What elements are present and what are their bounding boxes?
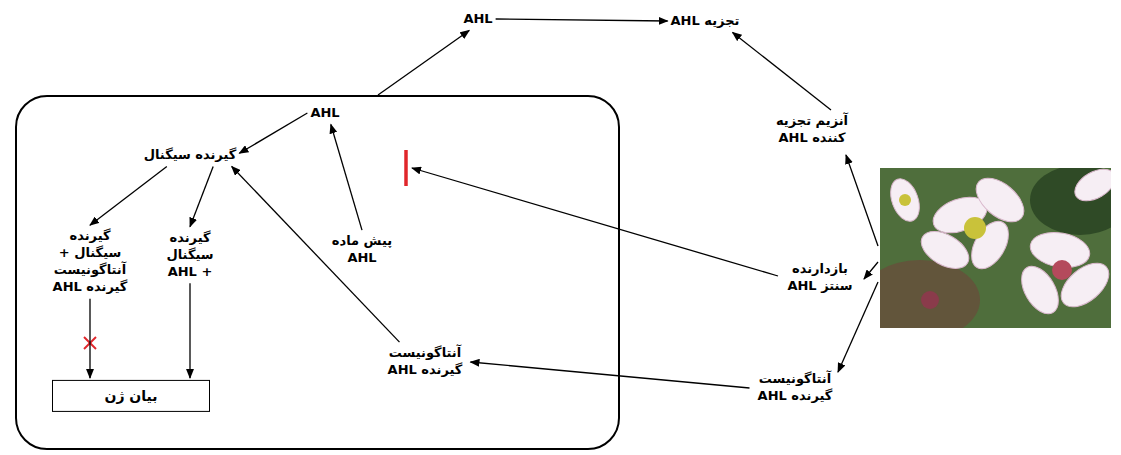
node-text: تجزیه AHL xyxy=(671,13,740,30)
node-text: بازدارنده سنتز AHL xyxy=(783,261,858,295)
node-text: آنزیم تجزیه کننده AHL xyxy=(765,113,860,147)
text-node: پیش ماده AHL xyxy=(331,233,393,267)
arrow-connector xyxy=(190,166,213,226)
arrow-connector xyxy=(90,166,167,225)
text-node: گیرنده سیگنال + AHL xyxy=(160,230,220,281)
arrow-connector xyxy=(378,30,469,95)
leader-arrows xyxy=(412,155,878,372)
node-text: بیان ژن xyxy=(63,387,199,405)
arrow-connector xyxy=(89,299,90,378)
cell-outline: AHL گیرنده سیگنال گیرنده سیگنال + آنتاگونی… xyxy=(15,95,620,450)
node-text: گیرنده سیگنال xyxy=(144,147,237,164)
arrow-connector xyxy=(232,166,400,342)
process-box: بیان ژن xyxy=(52,380,210,412)
source-arrow xyxy=(838,282,878,372)
text-node: آنزیم تجزیه کننده AHL xyxy=(765,113,860,147)
text-node: آنتاگونیست گیرنده AHL xyxy=(383,345,468,379)
node-text: AHL xyxy=(310,105,339,122)
arrow-connector xyxy=(733,32,831,110)
node-text: گیرنده سیگنال + AHL xyxy=(160,230,220,281)
node-text: پیش ماده AHL xyxy=(331,233,393,267)
text-node: AHL xyxy=(310,105,339,122)
text-node: تجزیه AHL xyxy=(671,13,740,30)
arrow-connector xyxy=(471,362,750,388)
arrow-connector xyxy=(331,124,362,230)
arrow-connector xyxy=(189,283,190,378)
text-node: گیرنده سیگنال xyxy=(144,147,237,164)
arrow-connector xyxy=(496,19,668,21)
text-node: گیرنده سیگنال + آنتاگونیست گیرنده AHL xyxy=(48,228,133,296)
block-bar xyxy=(404,150,408,186)
inhibit-arrow xyxy=(412,168,778,276)
node-text: گیرنده سیگنال + آنتاگونیست گیرنده AHL xyxy=(48,228,133,296)
text-node: AHL xyxy=(463,11,492,28)
node-text: AHL xyxy=(463,11,492,28)
source-arrow xyxy=(846,155,878,246)
node-text: آنتاگونیست گیرنده AHL xyxy=(753,371,838,405)
text-node: آنتاگونیست گیرنده AHL xyxy=(753,371,838,405)
node-text: آنتاگونیست گیرنده AHL xyxy=(383,345,468,379)
arrow-connector xyxy=(239,113,307,153)
source-arrow xyxy=(864,262,878,279)
flower-photo xyxy=(880,168,1111,328)
text-node: بازدارنده سنتز AHL xyxy=(783,261,858,295)
